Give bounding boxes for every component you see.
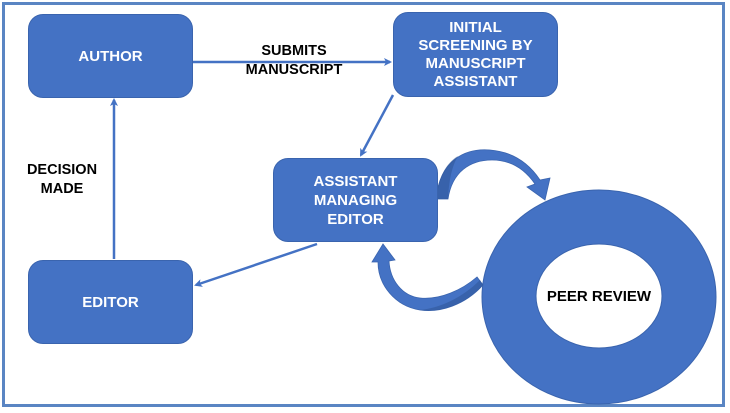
node-assistant-managing-editor[interactable]: ASSISTANT MANAGING EDITOR — [273, 158, 438, 242]
edge-label-decision-made: DECISION MADE — [26, 162, 98, 197]
peer-review-ring — [481, 189, 717, 405]
diagram-frame — [2, 2, 725, 407]
peer-review-donut — [481, 189, 717, 405]
node-author-label: AUTHOR — [78, 47, 143, 65]
node-editor[interactable]: EDITOR — [28, 260, 193, 344]
edge-label-submits-manuscript: SUBMITS MANUSCRIPT — [245, 43, 343, 78]
edge-ame-to-editor — [194, 242, 318, 287]
node-author[interactable]: AUTHOR — [28, 14, 193, 98]
node-peer-review-label: PEER REVIEW — [546, 288, 652, 305]
curved-arrow-to-peer-review — [435, 149, 551, 201]
edge-initial-screening-to-ame — [359, 94, 395, 157]
curved-arrow-to-ame — [371, 243, 484, 311]
node-initial-screening[interactable]: INITIAL SCREENING BY MANUSCRIPT ASSISTAN… — [393, 12, 558, 97]
node-assistant-managing-editor-label: ASSISTANT MANAGING EDITOR — [313, 172, 398, 228]
node-editor-label: EDITOR — [82, 293, 139, 311]
node-initial-screening-label: INITIAL SCREENING BY MANUSCRIPT ASSISTAN… — [418, 18, 533, 90]
